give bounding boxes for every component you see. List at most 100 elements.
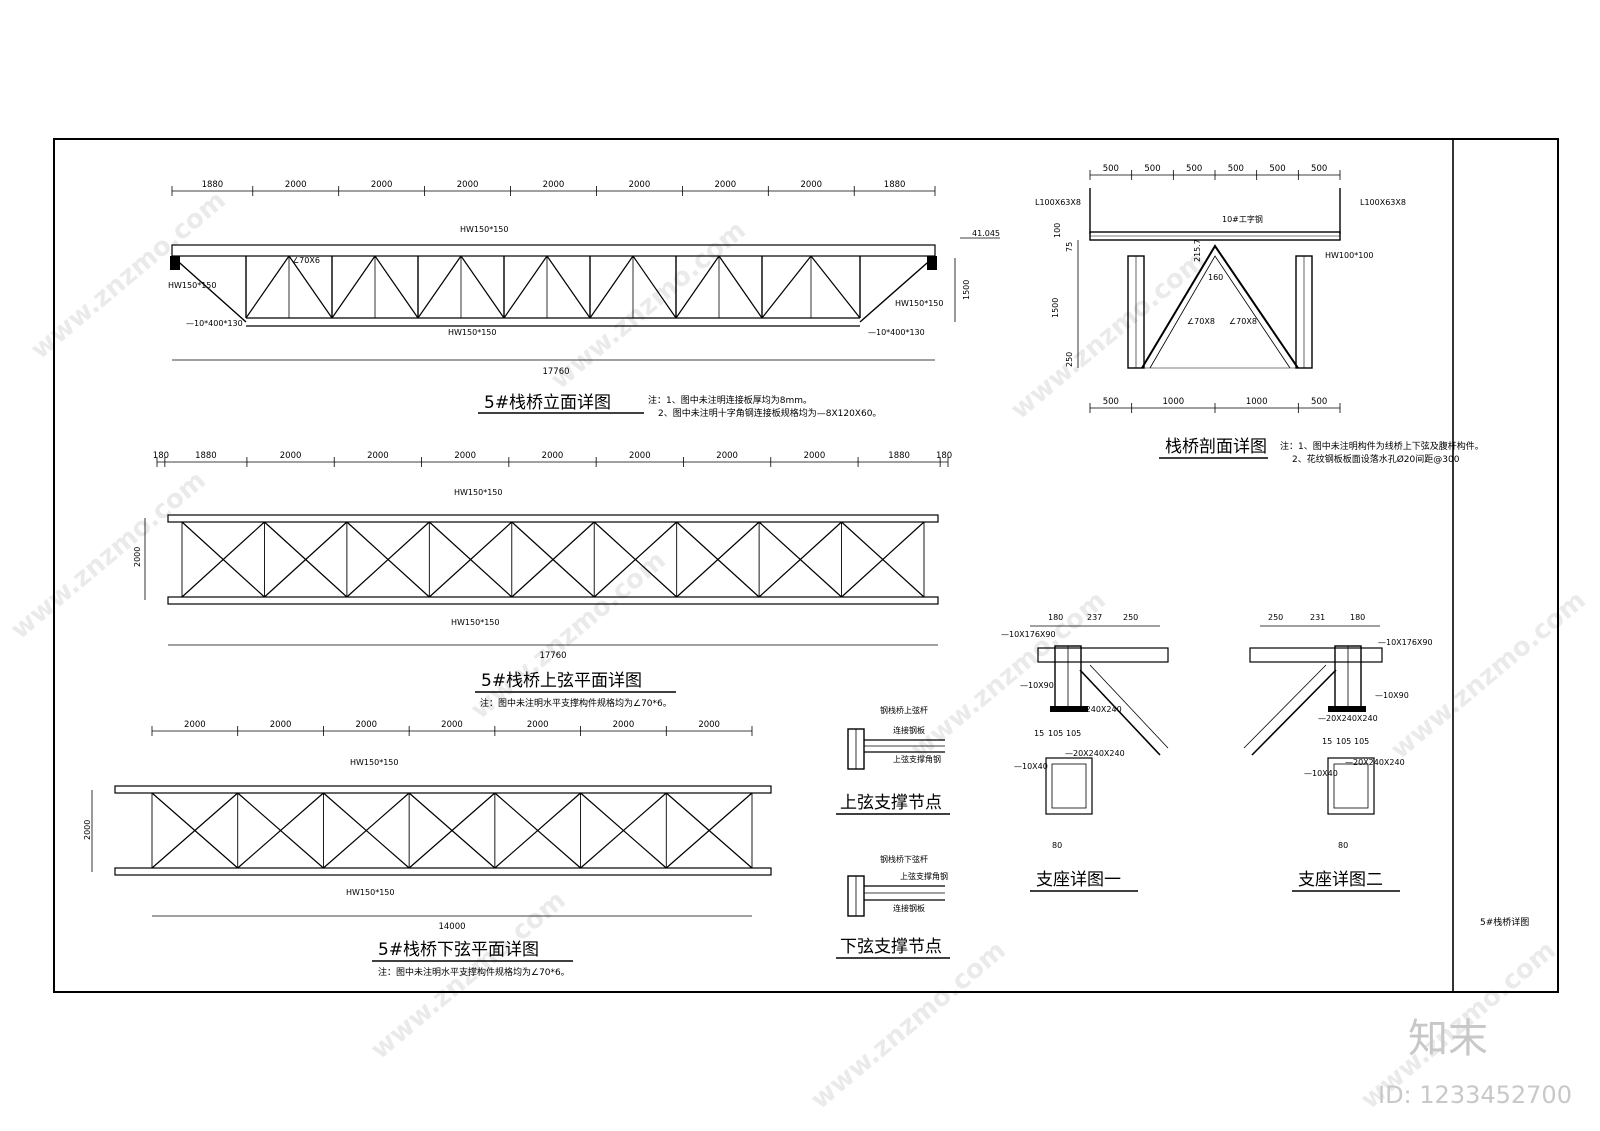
dim-label: 2000	[367, 451, 389, 461]
top-node-label-3: 上弦支撑角钢	[893, 754, 941, 764]
plan-brace	[676, 521, 760, 598]
elevation-member-bottom: HW150*150	[448, 328, 496, 337]
plan-brace	[264, 521, 348, 598]
dim-label: 2000	[542, 451, 564, 461]
plan-brace	[323, 792, 410, 869]
dim-label: 500	[1103, 397, 1119, 407]
support2-small-2: 105	[1336, 737, 1351, 746]
dim-label: 1880	[202, 180, 224, 190]
section-angle-left: ∠70X8	[1187, 317, 1215, 326]
top-chord-title: 5#栈桥上弦平面详图	[481, 671, 642, 691]
elevation-total-length: 17760	[542, 367, 569, 377]
support2-label-2: —10X90	[1375, 691, 1409, 700]
elevation-top-chord	[171, 244, 936, 257]
plan-brace	[237, 792, 324, 869]
elevation-plate-right: —10*400*130	[868, 328, 925, 337]
top-chord-note: 注：图中未注明水平支撑构件规格均为∠70*6。	[480, 697, 672, 709]
support1-label-3: —20X240X240	[1062, 705, 1122, 714]
support1-dim-1: 180	[1048, 613, 1063, 622]
bottom-chord-width: 2000	[83, 820, 92, 840]
support2-label-3: —20X240X240	[1318, 714, 1378, 723]
dim-label: 2000	[613, 720, 635, 730]
elevation-diagonal	[589, 255, 634, 319]
dim-label: 500	[1311, 164, 1327, 174]
bottom-node-label-2: 上弦支撑角钢	[900, 871, 948, 881]
bottom-chord-total-length: 14000	[438, 922, 465, 932]
section-dim-160: 160	[1208, 273, 1223, 282]
watermark-id: ID: 1233452700	[1378, 1081, 1572, 1109]
section-dim-215: 215.7	[1193, 239, 1202, 262]
support2-dim-3: 180	[1350, 613, 1365, 622]
title-block-text: 5#栈桥详图	[1480, 916, 1529, 928]
plan-brace	[181, 521, 265, 598]
support2-dim-1: 250	[1268, 613, 1283, 622]
bottom-chord-member-top: HW150*150	[350, 758, 398, 767]
elevation-diagonal	[374, 255, 419, 319]
dim-label: 2000	[285, 180, 307, 190]
support1-label-1: —10X176X90	[1001, 630, 1056, 639]
elevation-diagonal	[288, 255, 333, 319]
top-node-title: 上弦支撑节点	[840, 793, 942, 813]
elevation-diagonal	[718, 255, 763, 319]
elevation-title: 5#栈桥立面详图	[484, 393, 611, 413]
dim-label: 2000	[371, 180, 393, 190]
section-note-1: 注：1、图中未注明构件为线桥上下弦及腹杆构件。	[1280, 440, 1484, 452]
dim-label: 2000	[527, 720, 549, 730]
top-node-label-2: 连接钢板	[893, 725, 925, 735]
dim-label: 500	[1103, 164, 1119, 174]
dim-label: 500	[1186, 164, 1202, 174]
bottom-chord-note: 注：图中未注明水平支撑构件规格均为∠70*6。	[378, 966, 570, 978]
dim-label: 500	[1228, 164, 1244, 174]
dim-label: 2000	[629, 180, 651, 190]
plan-brace	[151, 792, 239, 869]
section-label-hw: HW100*100	[1325, 251, 1373, 260]
dim-label: 500	[1311, 397, 1327, 407]
section-label-beam: 10#工字钢	[1222, 214, 1263, 224]
support-detail-2: 250 231 180 —10X176X90 —10X90 —20X240X24…	[1243, 613, 1433, 892]
bottom-node-detail: 钢栈桥下弦杆 上弦支撑角钢 连接钢板 下弦支撑节点	[836, 854, 950, 959]
support1-label-5: —20X240X240	[1065, 749, 1125, 758]
dim-label: 2000	[457, 180, 479, 190]
plan-brace	[408, 792, 496, 869]
plan-brace	[511, 521, 595, 598]
support2-small-1: 15	[1322, 737, 1332, 746]
dim-label: 2000	[698, 720, 720, 730]
plan-brace	[494, 792, 581, 869]
section-dim-height: 1500	[1051, 298, 1060, 318]
elevation-member-right: HW150*150	[895, 299, 943, 308]
support1-title: 支座详图一	[1036, 870, 1121, 890]
watermark-site-7: www.znzmo.com	[1385, 585, 1591, 765]
watermark-site-1: www.znzmo.com	[25, 185, 231, 365]
elevation-diagonal	[460, 255, 505, 319]
bottom-chord-title: 5#栈桥下弦平面详图	[378, 940, 539, 960]
top-chord-member-top: HW150*150	[454, 488, 502, 497]
support2-dim-2: 231	[1310, 613, 1325, 622]
elevation-diagonal	[632, 255, 677, 319]
support1-small-4: 80	[1052, 841, 1062, 850]
elevation-diagonal	[245, 255, 290, 319]
dim-label: 180	[153, 451, 169, 461]
support2-label-5: —20X240X240	[1345, 758, 1405, 767]
plan-brace	[758, 521, 842, 598]
dim-label: 2000	[454, 451, 476, 461]
dim-label: 2000	[441, 720, 463, 730]
dim-label: 1000	[1246, 397, 1268, 407]
section-dim-250: 250	[1065, 352, 1074, 367]
dim-label: 2000	[184, 720, 206, 730]
elevation-diagonal	[761, 255, 812, 319]
support1-small-3: 105	[1066, 729, 1081, 738]
dim-label: 1000	[1163, 397, 1185, 407]
elevation-mark: 41.045	[972, 229, 1000, 238]
top-chord-member-bottom: HW150*150	[451, 618, 499, 627]
elevation-height: 1500	[962, 280, 971, 300]
top-chord-width: 2000	[133, 547, 142, 567]
dim-label: 2000	[629, 451, 651, 461]
bottom-node-title: 下弦支撑节点	[840, 937, 942, 957]
dim-label: 180	[936, 451, 952, 461]
top-node-label-1: 钢栈桥上弦杆	[880, 705, 928, 715]
dim-label: 1880	[195, 451, 217, 461]
bottom-chord-member-bottom: HW150*150	[346, 888, 394, 897]
plan-brace	[580, 792, 667, 869]
